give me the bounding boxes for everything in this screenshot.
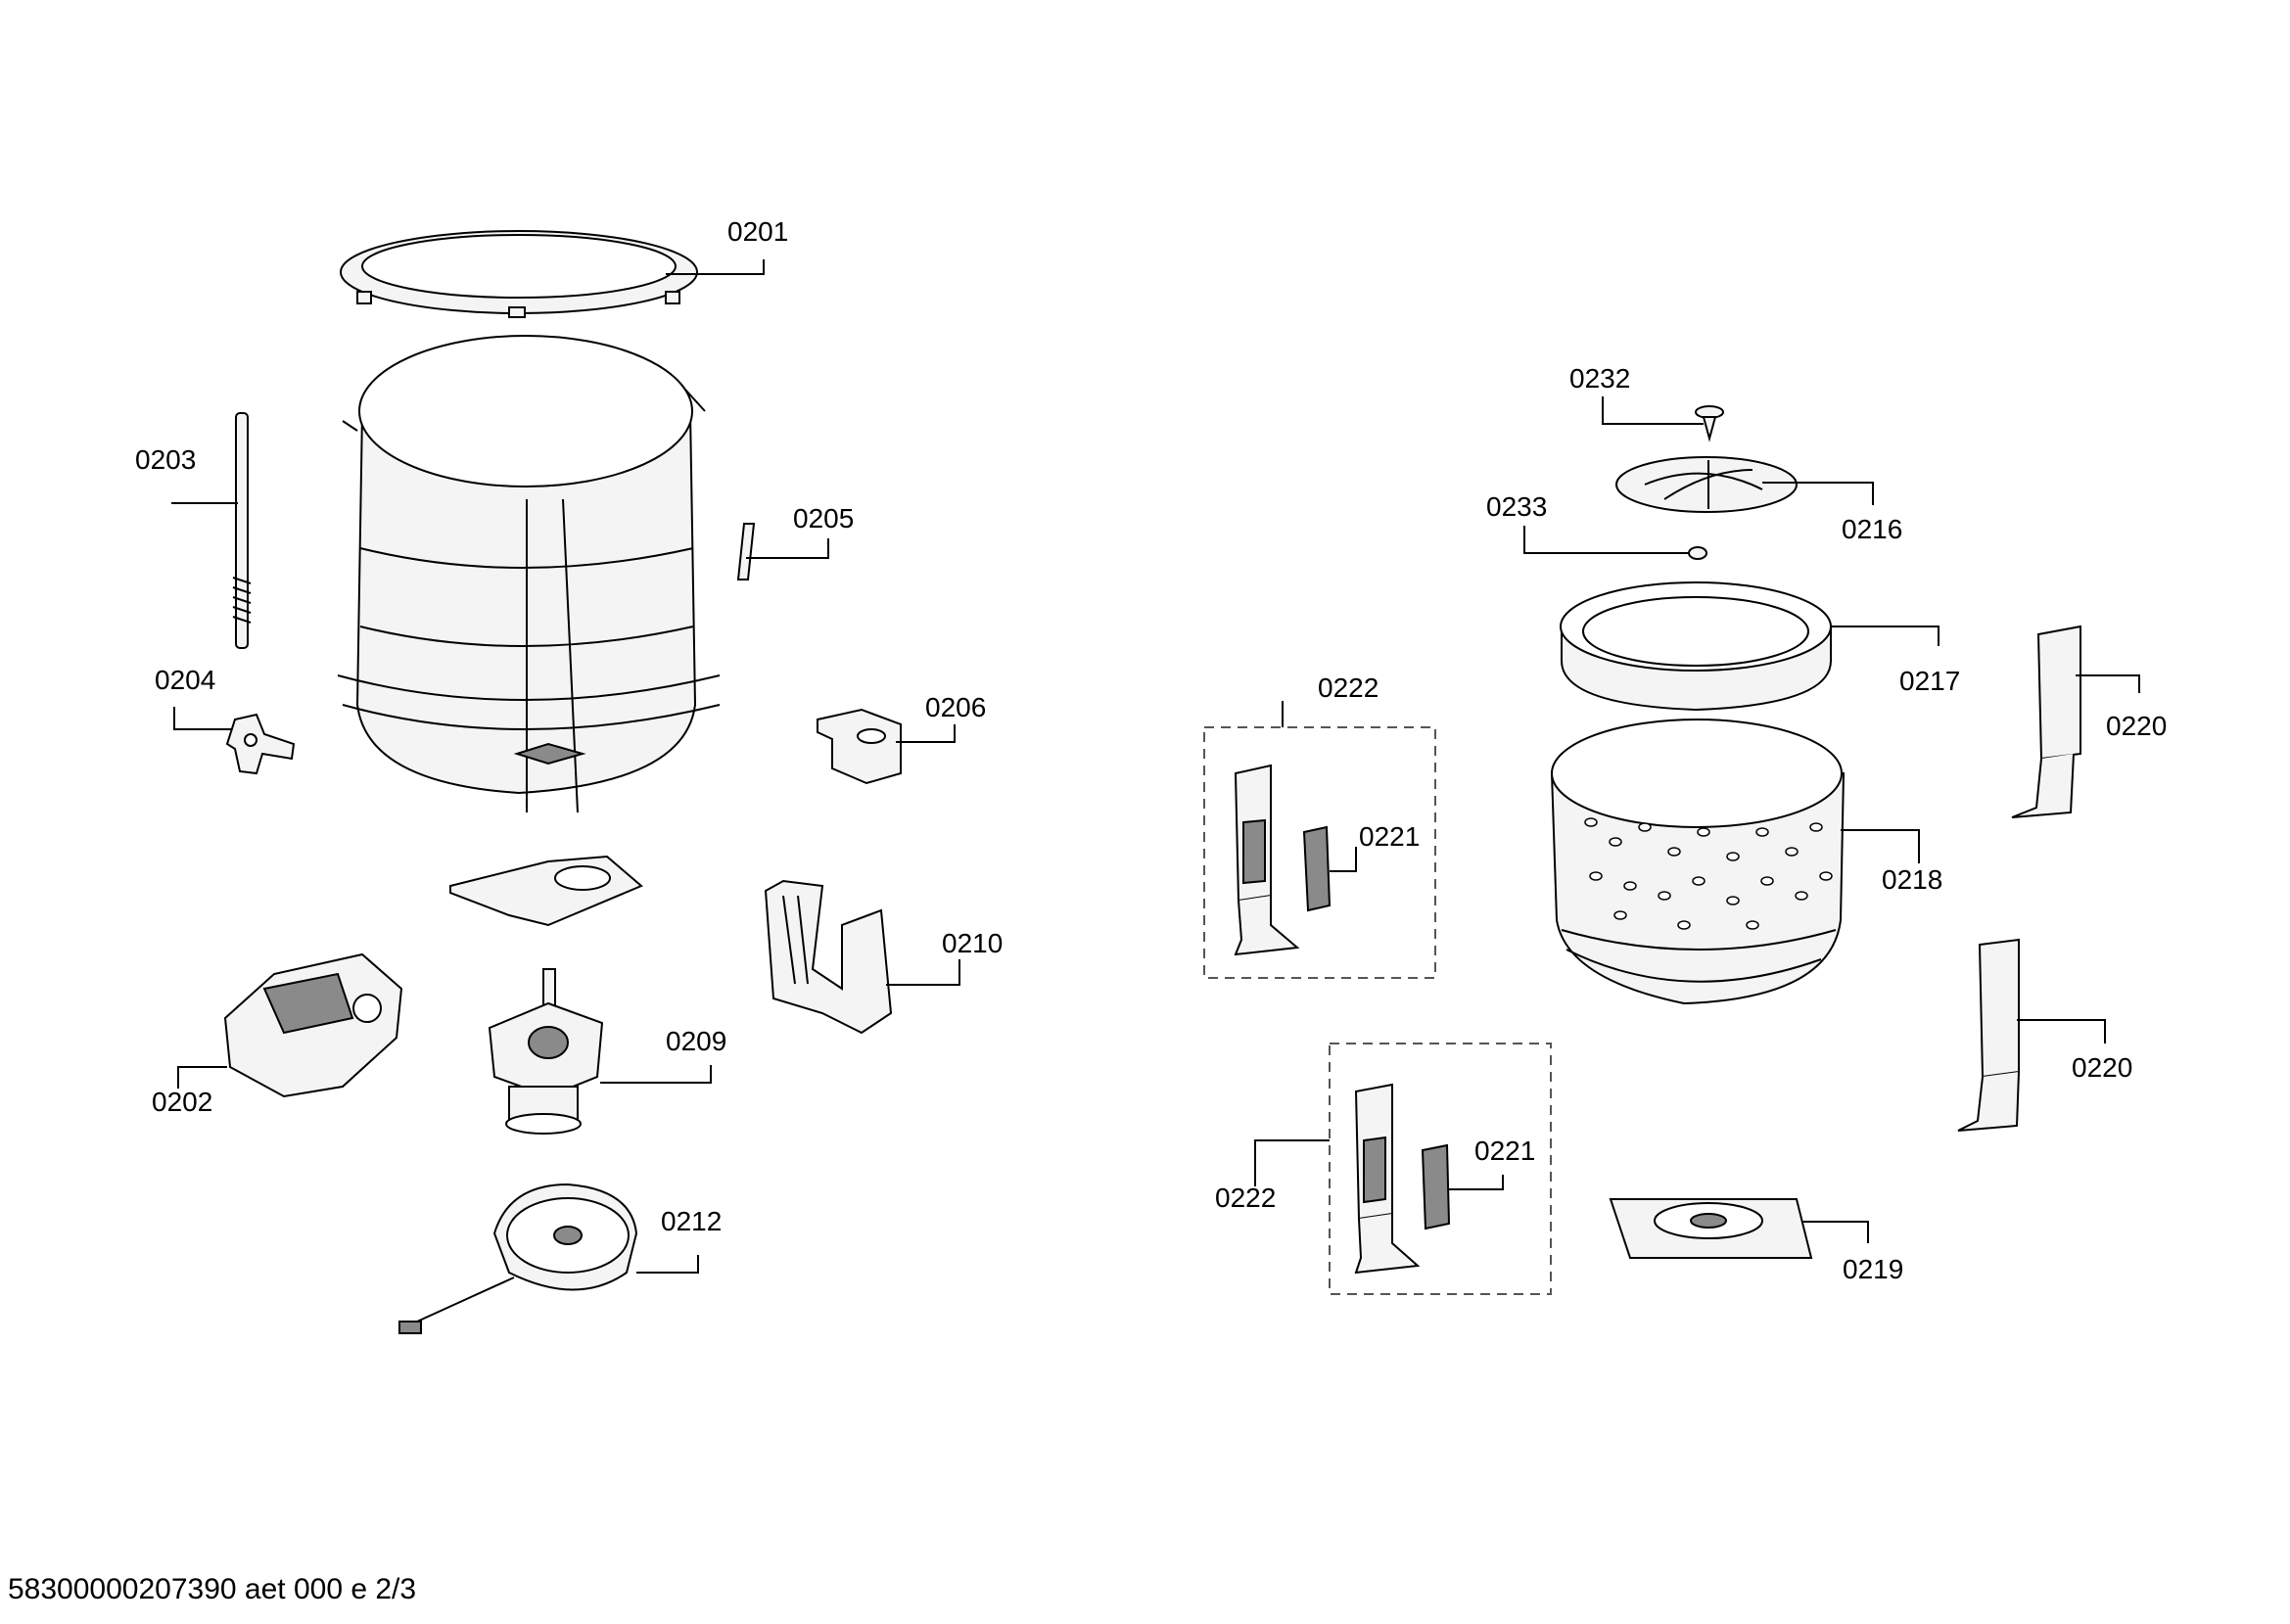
label-0217: 0217 <box>1899 666 1961 696</box>
part-0218-drum <box>1550 719 1846 1005</box>
label-0216: 0216 <box>1842 514 1903 544</box>
leader-lines <box>171 259 2140 1274</box>
drawing-reference-footer: 58300000207390 aet 000 e 2/3 <box>8 1573 417 1605</box>
label-0220-lower: 0220 <box>2072 1052 2133 1083</box>
part-0216-impeller <box>1615 456 1798 513</box>
label-0203: 0203 <box>135 444 197 475</box>
part-0209-drive <box>488 968 604 1135</box>
label-0232: 0232 <box>1569 363 1631 394</box>
label-0202: 0202 <box>152 1087 213 1117</box>
part-0206-bracket <box>817 708 902 785</box>
part-0220-lifter-lower <box>1957 938 2020 1132</box>
label-0222-lower: 0222 <box>1215 1183 1277 1213</box>
label-0210: 0210 <box>942 928 1004 958</box>
label-0219: 0219 <box>1843 1254 1904 1284</box>
part-mounting-plate <box>449 855 643 927</box>
part-0233-washer <box>1688 546 1707 560</box>
label-0221-lower: 0221 <box>1474 1136 1536 1166</box>
label-0222-upper: 0222 <box>1318 673 1379 703</box>
label-0206: 0206 <box>925 692 987 722</box>
part-outer-tub <box>337 335 721 813</box>
label-0221-upper: 0221 <box>1359 821 1421 852</box>
part-0203-rod <box>232 412 252 649</box>
label-0212: 0212 <box>661 1206 723 1236</box>
part-0219-base-plate <box>1609 1198 1813 1259</box>
part-0201-tub-ring <box>340 230 698 318</box>
part-0212-motor <box>398 1183 638 1334</box>
label-0209: 0209 <box>666 1026 727 1056</box>
label-0220-upper: 0220 <box>2106 711 2168 741</box>
label-0201: 0201 <box>727 216 789 247</box>
label-0205: 0205 <box>793 503 855 534</box>
part-0204-valve <box>225 713 296 775</box>
part-0222-group-upper <box>1203 726 1436 979</box>
part-0202-control-unit <box>223 952 403 1098</box>
part-0210-frame <box>764 879 893 1035</box>
part-0217-balance-ring <box>1560 581 1832 712</box>
part-0205-pin <box>736 523 756 580</box>
part-0220-lifter-upper <box>2011 625 2081 818</box>
part-0222-group-lower <box>1329 1043 1552 1295</box>
label-0218: 0218 <box>1882 864 1943 895</box>
part-0232-screw <box>1695 405 1724 442</box>
label-0204: 0204 <box>155 665 216 695</box>
label-0233: 0233 <box>1486 491 1548 522</box>
